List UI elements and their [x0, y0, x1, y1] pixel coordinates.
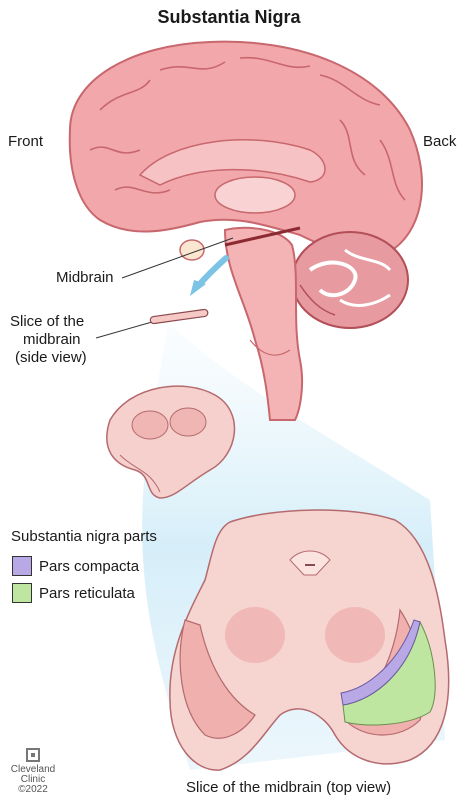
legend-label: Pars reticulata: [39, 585, 135, 602]
legend-swatch-green: [12, 583, 32, 603]
thalamus: [215, 177, 295, 213]
label-slice-side-line3: (side view): [15, 349, 87, 367]
direction-arrow: [190, 258, 226, 296]
legend-swatch-purple: [12, 556, 32, 576]
legend-item-pars-compacta: Pars compacta: [12, 556, 139, 576]
cleveland-clinic-logo: Cleveland Clinic ©2022: [8, 748, 58, 795]
logo-icon: [26, 748, 40, 762]
label-midbrain: Midbrain: [56, 269, 114, 287]
legend-title: Substantia nigra parts: [11, 528, 157, 546]
legend-item-pars-reticulata: Pars reticulata: [12, 583, 135, 603]
page-title: Substantia Nigra: [0, 7, 458, 28]
cerebellum: [292, 232, 408, 328]
midbrain-leader: [122, 238, 233, 278]
brain-illustration: [70, 42, 422, 420]
legend-label: Pars compacta: [39, 558, 139, 575]
label-slice-top-view: Slice of the midbrain (top view): [186, 779, 391, 797]
label-slice-side-line1: Slice of the: [10, 313, 84, 331]
slice-side-leader: [96, 322, 152, 338]
label-back: Back: [423, 133, 456, 151]
label-slice-side-line2: midbrain: [23, 331, 81, 349]
label-front: Front: [8, 133, 43, 151]
logo-year: ©2022: [8, 785, 58, 795]
slice-side-view: [150, 309, 208, 324]
